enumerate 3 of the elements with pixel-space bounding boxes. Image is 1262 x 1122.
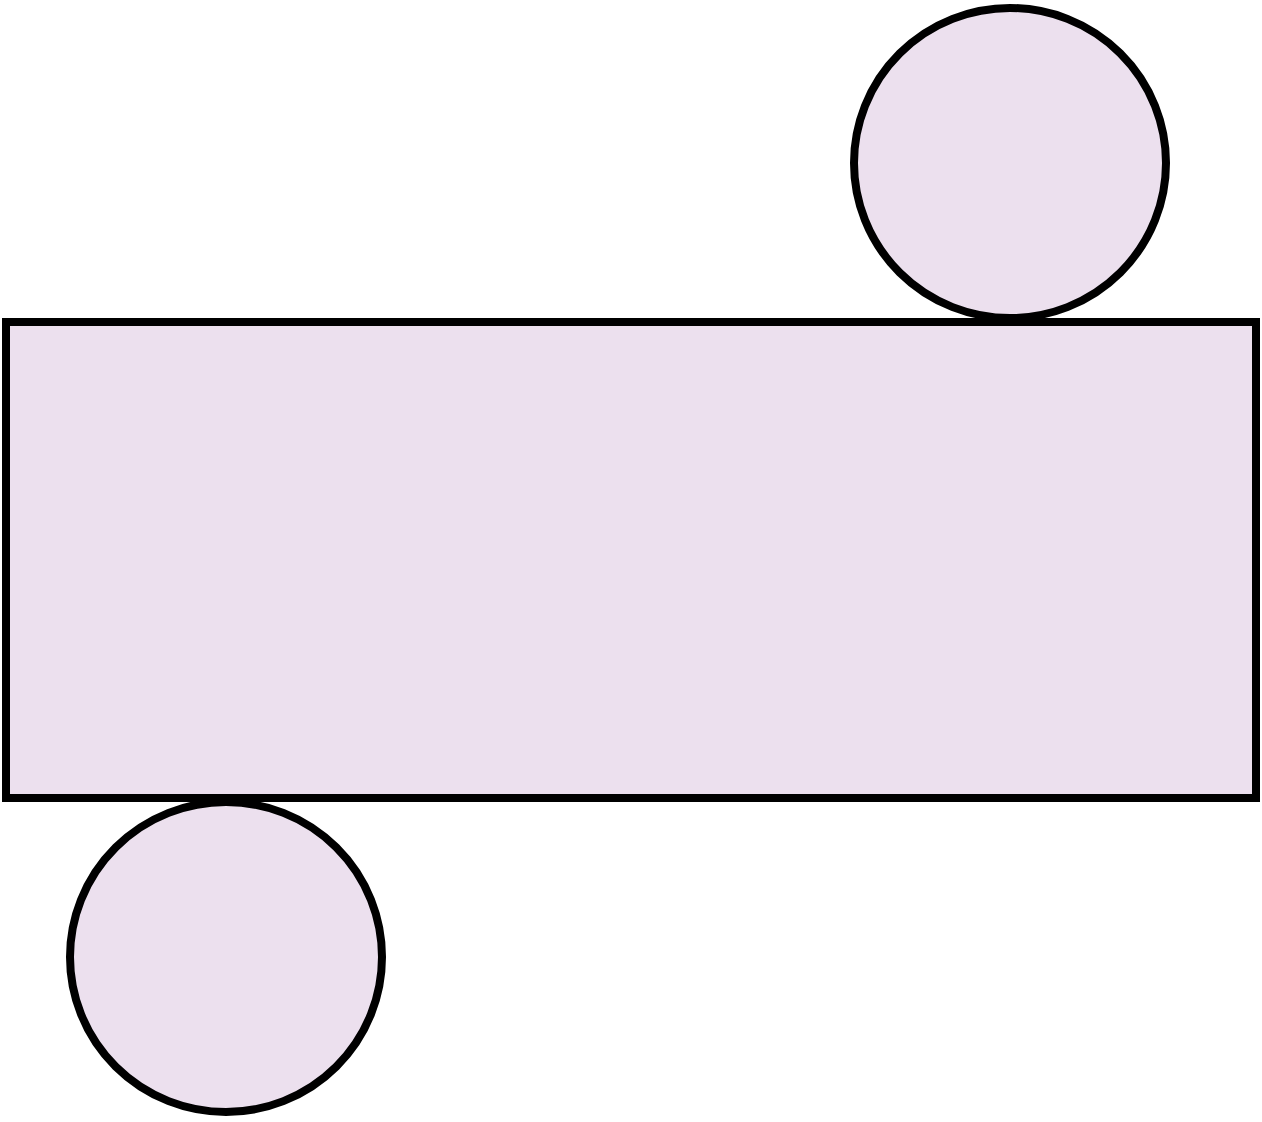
rectangle: [2, 318, 1260, 802]
circle: [66, 798, 386, 1116]
circle: [850, 4, 1170, 322]
